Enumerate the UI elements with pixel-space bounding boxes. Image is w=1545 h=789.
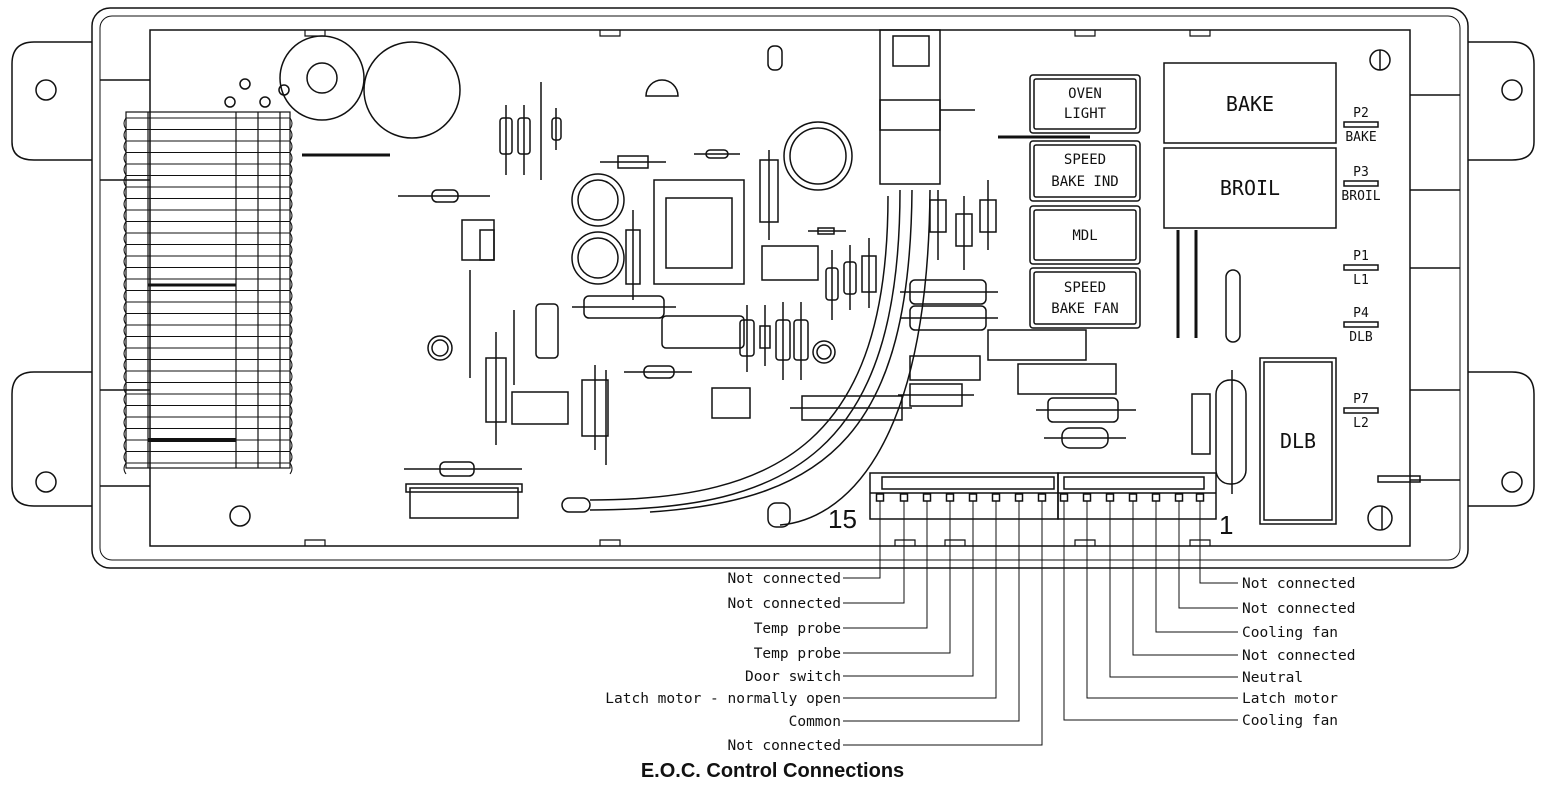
pin-label-left: Temp probe [754,621,841,637]
pin-connector [869,472,1217,520]
right-mounting-tabs [1410,41,1535,507]
pin-label-right: Cooling fan [1242,713,1338,729]
connector-pin [991,493,1001,502]
terminal-id: P7 [1353,392,1369,407]
connector-pin [899,493,909,502]
pin-label-left: Latch motor - normally open [605,691,841,707]
connector-pin [1082,493,1092,502]
pin-label-right: Not connected [1242,648,1356,664]
capacitor-large [363,41,461,139]
pin-label-left: Door switch [745,669,841,685]
pin-label-right: Cooling fan [1242,625,1338,641]
leader-line [843,501,951,654]
pin-label-right: Neutral [1242,670,1303,686]
terminal-tab-p4 [1343,321,1379,328]
relay-mdl-label: MDL [1072,228,1097,244]
leader-line [1155,501,1238,633]
terminal-id: P4 [1353,306,1369,321]
leader-line [843,501,997,699]
connector-pin [1174,493,1184,502]
terminal-name: DLB [1349,330,1373,345]
pin-number-last: 1 [1219,510,1233,540]
leader-line [1109,501,1238,678]
relay-speed-bake-fan [1029,267,1141,329]
connector-pin [945,493,955,502]
middle-components [900,49,1421,531]
terminal-name: L2 [1353,416,1369,431]
leader-line [1063,501,1238,721]
relay-speed-bake-fan-label-1: SPEED [1064,280,1106,296]
relay-dlb [1259,357,1337,525]
leader-line [1132,501,1238,656]
pin-label-left: Temp probe [754,646,841,662]
terminal-tab-p1 [1343,264,1379,271]
terminal-name: L1 [1353,273,1369,288]
pin-label-right: Latch motor [1242,691,1338,707]
circuit-board [149,29,1411,547]
connector-pin [968,493,978,502]
pin-label-left: Common [789,714,841,730]
diagram-title: E.O.C. Control Connections [640,760,905,782]
pin-label-left: Not connected [728,571,842,587]
left-mounting-tabs [11,41,150,507]
small-components [229,82,974,527]
relay-oven-light [1029,74,1141,134]
terminal-id: P3 [1353,165,1369,180]
leader-line [843,501,905,604]
pin-label-left: Not connected [728,738,842,754]
terminal-tab-p2 [1343,121,1379,128]
relay-oven-light-label-1: OVEN [1068,86,1102,102]
relay-speed-bake-ind-label-1: SPEED [1064,152,1106,168]
pin-number-first: 15 [828,504,857,534]
connector-pin [1014,493,1024,502]
connector-pin [1195,493,1205,502]
pin-label-right: Not connected [1242,601,1356,617]
pin-label-right: Not connected [1242,576,1356,592]
relay-speed-bake-fan-label-2: BAKE FAN [1051,301,1118,317]
leader-line [843,501,1020,722]
leader-line [843,501,974,677]
connector-pin [1151,493,1161,502]
relay-broil-label: BROIL [1220,176,1280,200]
relay-bake-label: BAKE [1226,92,1274,116]
terminal-name: BAKE [1345,130,1376,145]
terminal-tab-p7 [1343,407,1379,414]
board-housing [91,7,1469,569]
relay-oven-light-label-2: LIGHT [1064,106,1107,122]
connector-pin [1059,493,1069,502]
terminal-tab-p3 [1343,180,1379,187]
relay-bake [1163,62,1337,144]
relay-speed-bake-ind [1029,140,1141,202]
relay-mdl [1029,205,1141,265]
connector-pin [1105,493,1115,502]
relay-dlb-label: DLB [1280,429,1316,453]
relay-speed-bake-ind-label-2: BAKE IND [1051,174,1118,190]
buzzer [279,35,365,121]
terminal-name: BROIL [1341,189,1380,204]
connector-pin [875,493,885,502]
pin-label-left: Not connected [728,596,842,612]
connector-pin [922,493,932,502]
leader-line [1086,501,1238,699]
leader-line [1178,501,1238,609]
ribbon-cable [561,29,975,528]
leader-line [843,501,928,629]
terminal-id: P1 [1353,249,1369,264]
connector-pin [1037,493,1047,502]
leader-line [843,501,881,579]
terminal-id: P2 [1353,106,1369,121]
leader-line [1199,501,1238,584]
leader-line [843,501,1043,746]
relay-broil [1163,147,1337,229]
connector-pin [1128,493,1138,502]
